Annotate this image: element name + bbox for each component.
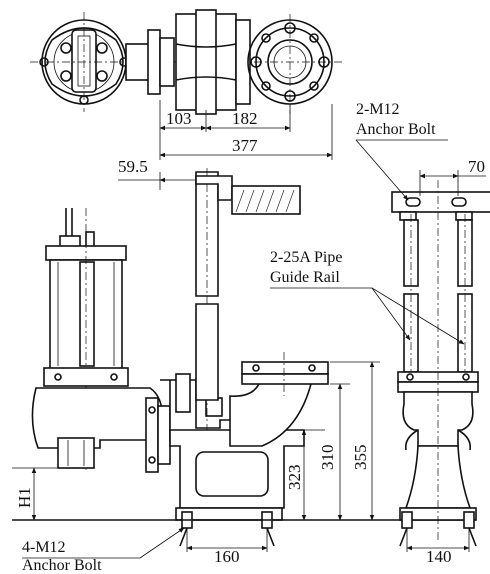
dim-140: 140 [426, 547, 452, 566]
top-dimensions: 103 182 377 [159, 100, 333, 160]
front-dimensions: 59.5 323 310 355 H1 160 [12, 157, 380, 566]
dim-182: 182 [232, 109, 258, 128]
side-view [391, 180, 490, 547]
dim-323: 323 [285, 465, 304, 491]
side-dimensions: 70 140 [406, 157, 486, 566]
dim-103: 103 [166, 109, 192, 128]
dim-160: 160 [214, 547, 240, 566]
note-guide-rail-qty: 2-25A Pipe [270, 249, 342, 266]
annotations: 2-M12 Anchor Bolt 2-25A Pipe Guide Rail … [22, 101, 465, 574]
top-view [30, 9, 345, 115]
note-guide-rail-label: Guide Rail [270, 269, 340, 286]
note-anchor-top-qty: 2-M12 [356, 101, 400, 118]
dim-59-5: 59.5 [118, 157, 148, 176]
note-anchor-bottom-qty: 4-M12 [22, 539, 66, 556]
dim-310: 310 [318, 445, 337, 471]
dim-70: 70 [468, 157, 485, 176]
note-anchor-top-label: Anchor Bolt [356, 121, 436, 138]
dim-h1: H1 [15, 487, 34, 508]
dim-355: 355 [351, 445, 370, 471]
dim-377: 377 [232, 136, 258, 155]
front-view [12, 168, 476, 547]
note-anchor-bottom-label: Anchor Bolt [22, 557, 102, 574]
